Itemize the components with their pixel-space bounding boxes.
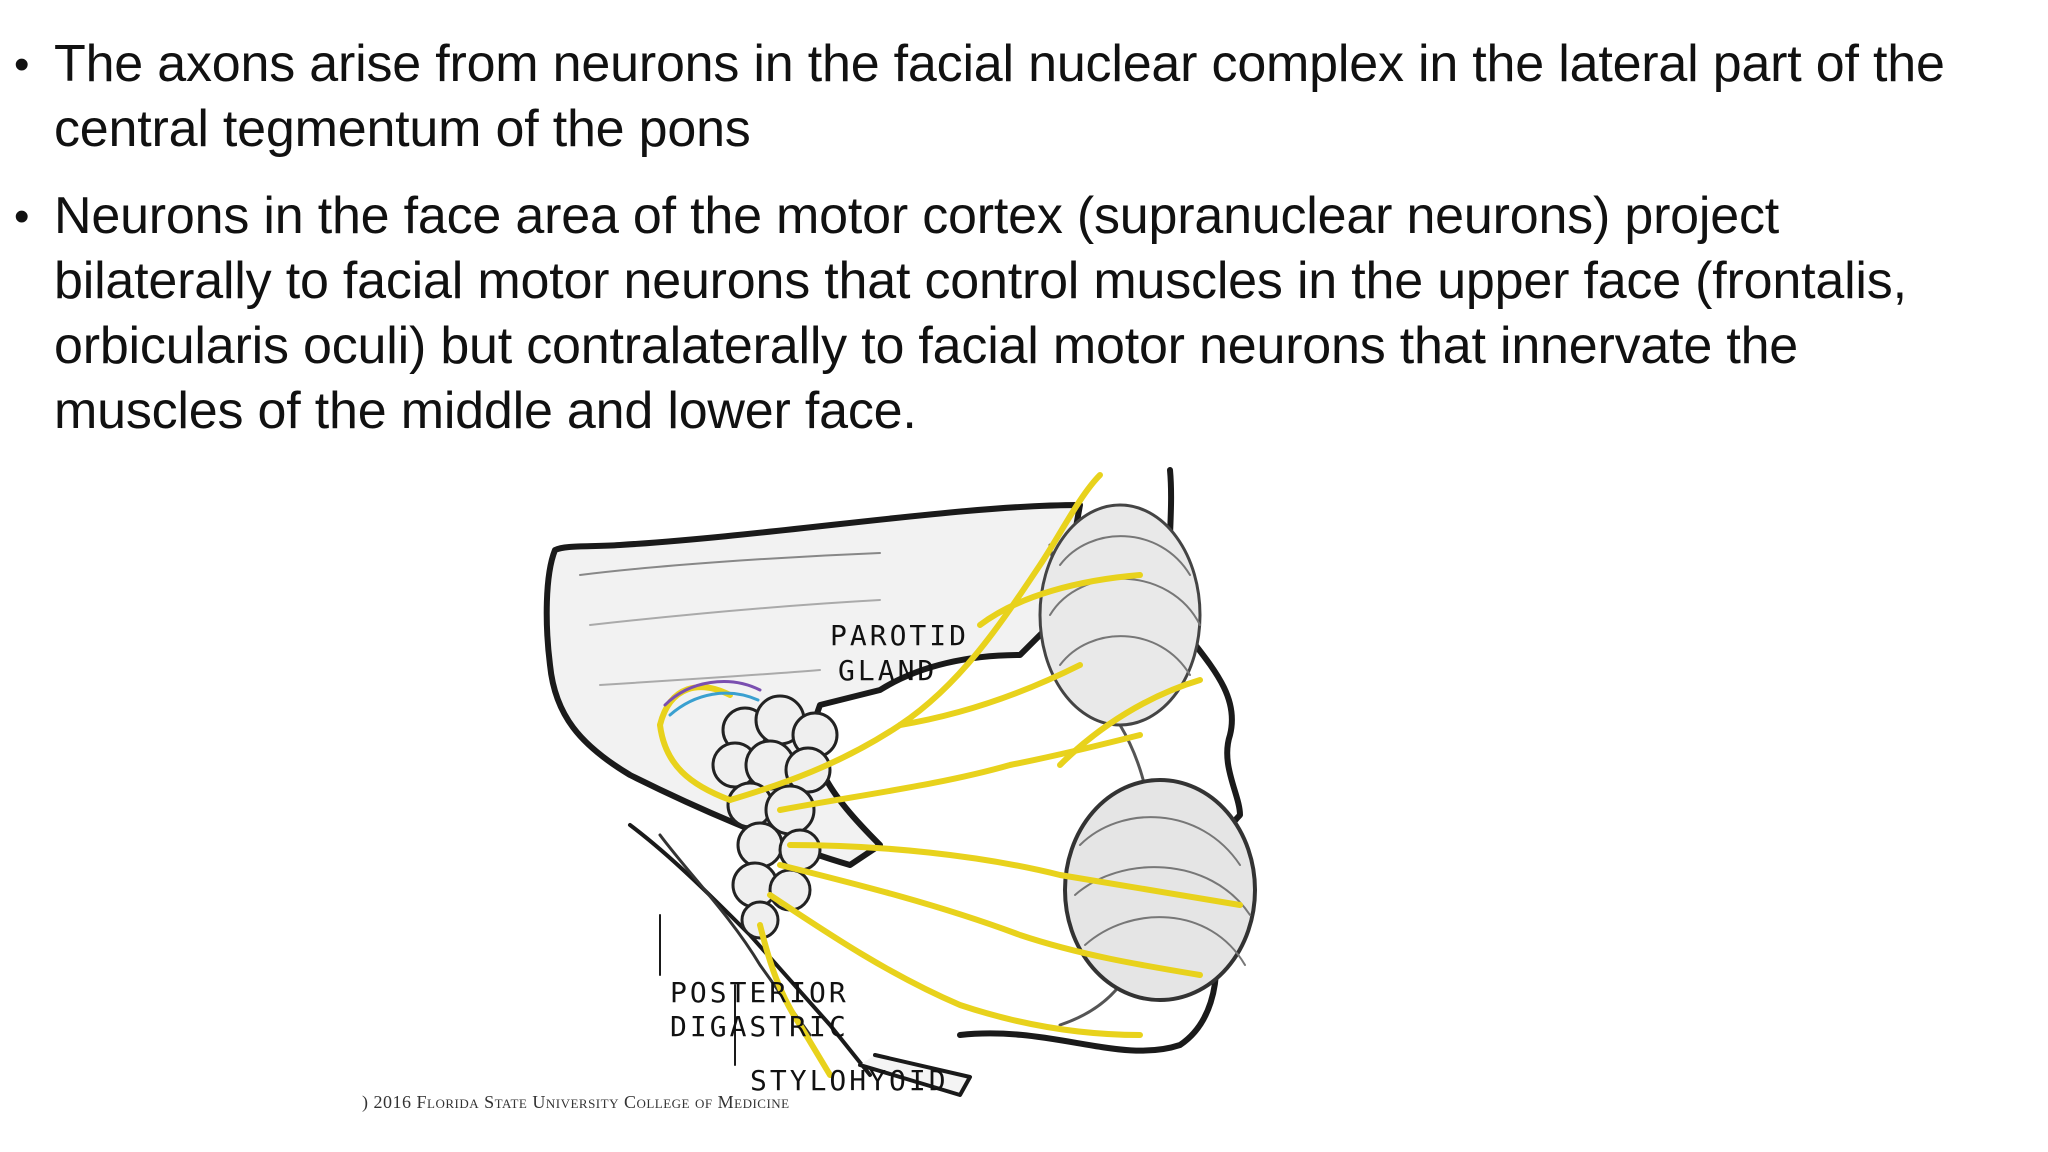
bullet-marker: • [14, 192, 30, 241]
label-posterior-digastric-line2: DIGASTRIC [670, 1010, 849, 1043]
bullet-item: • The axons arise from neurons in the fa… [14, 32, 1974, 162]
bullet-text: Neurons in the face area of the motor co… [54, 187, 1907, 440]
head-sketch [543, 467, 1257, 1097]
bullet-list: • The axons arise from neurons in the fa… [14, 32, 1974, 466]
label-posterior-digastric-line1: POSTERIOR [670, 976, 849, 1009]
copyright-notice: ) 2016 Florida State University College … [362, 1092, 790, 1112]
label-parotid-gland-line1: PAROTID [830, 619, 970, 652]
facial-nerve-illustration: PAROTID GLAND POSTERIOR DIGASTRIC STYLOH… [360, 465, 1440, 1115]
label-stylohyoid: STYLOHYOID [750, 1064, 949, 1097]
bullet-marker: • [14, 40, 30, 89]
label-parotid-gland-line2: GLAND [838, 654, 938, 687]
bullet-item: • Neurons in the face area of the motor … [14, 184, 1974, 444]
bullet-text: The axons arise from neurons in the faci… [54, 35, 1945, 158]
